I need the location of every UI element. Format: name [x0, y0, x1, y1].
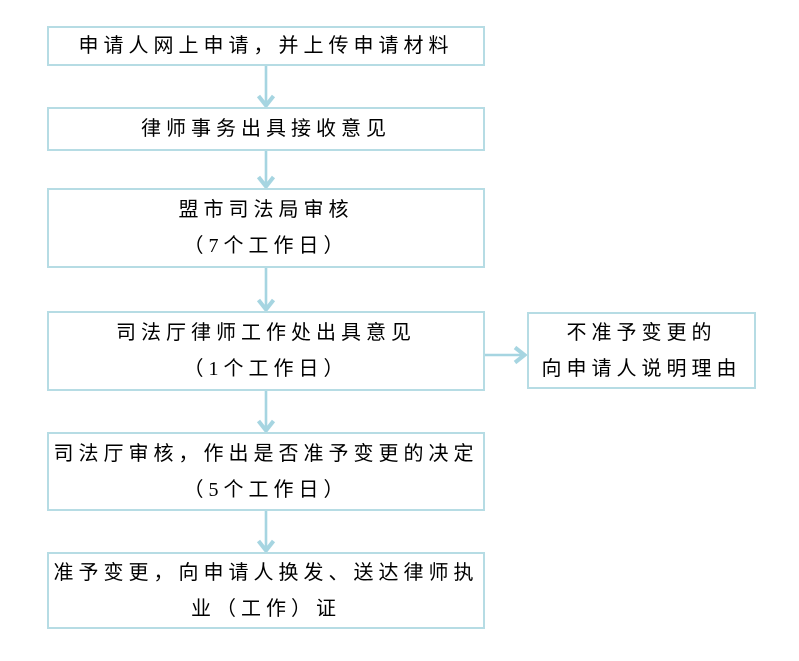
step-text: 准予变更，向申请人换发、送达律师执	[53, 561, 479, 584]
step-text: 业（工作）证	[191, 597, 341, 620]
arrow-head	[256, 94, 276, 109]
arrow-head	[513, 345, 528, 365]
flow-step-issue-certificate: 准予变更，向申请人换发、送达律师执 业（工作）证	[47, 552, 485, 629]
step-duration: （1个工作日）	[183, 358, 349, 380]
step-text: 司法厅审核，作出是否准予变更的决定	[53, 442, 479, 465]
step-text: 盟市司法局审核	[178, 199, 354, 221]
step-duration: （5个工作日）	[183, 478, 349, 501]
arrow-down-2-icon	[256, 150, 276, 190]
arrow-head	[256, 419, 276, 434]
flow-step-online-application: 申请人网上申请，并上传申请材料	[47, 26, 485, 66]
arrow-head	[256, 539, 276, 554]
arrow-head	[256, 298, 276, 313]
arrow-head	[256, 175, 276, 190]
step-duration: （7个工作日）	[183, 235, 349, 257]
flow-step-lawyer-office-opinion: 司法厅律师工作处出具意见 （1个工作日）	[47, 311, 485, 391]
branch-text: 不准予变更的	[566, 321, 717, 344]
arrow-down-3-icon	[256, 267, 276, 313]
flow-step-law-firm-opinion: 律师事务出具接收意见	[47, 107, 485, 151]
arrow-down-5-icon	[256, 510, 276, 554]
flow-step-department-decision: 司法厅审核，作出是否准予变更的决定 （5个工作日）	[47, 432, 485, 511]
step-text: 司法厅律师工作处出具意见	[116, 322, 416, 344]
arrow-down-4-icon	[256, 390, 276, 434]
arrow-down-1-icon	[256, 65, 276, 109]
flow-branch-rejection-explain: 不准予变更的 向申请人说明理由	[527, 312, 756, 389]
step-text: 律师事务出具接收意见	[141, 118, 391, 140]
arrow-right-branch-icon	[485, 345, 528, 365]
step-text: 申请人网上申请，并上传申请材料	[78, 35, 454, 57]
branch-text: 向申请人说明理由	[541, 357, 742, 380]
flow-step-city-bureau-review: 盟市司法局审核 （7个工作日）	[47, 188, 485, 268]
